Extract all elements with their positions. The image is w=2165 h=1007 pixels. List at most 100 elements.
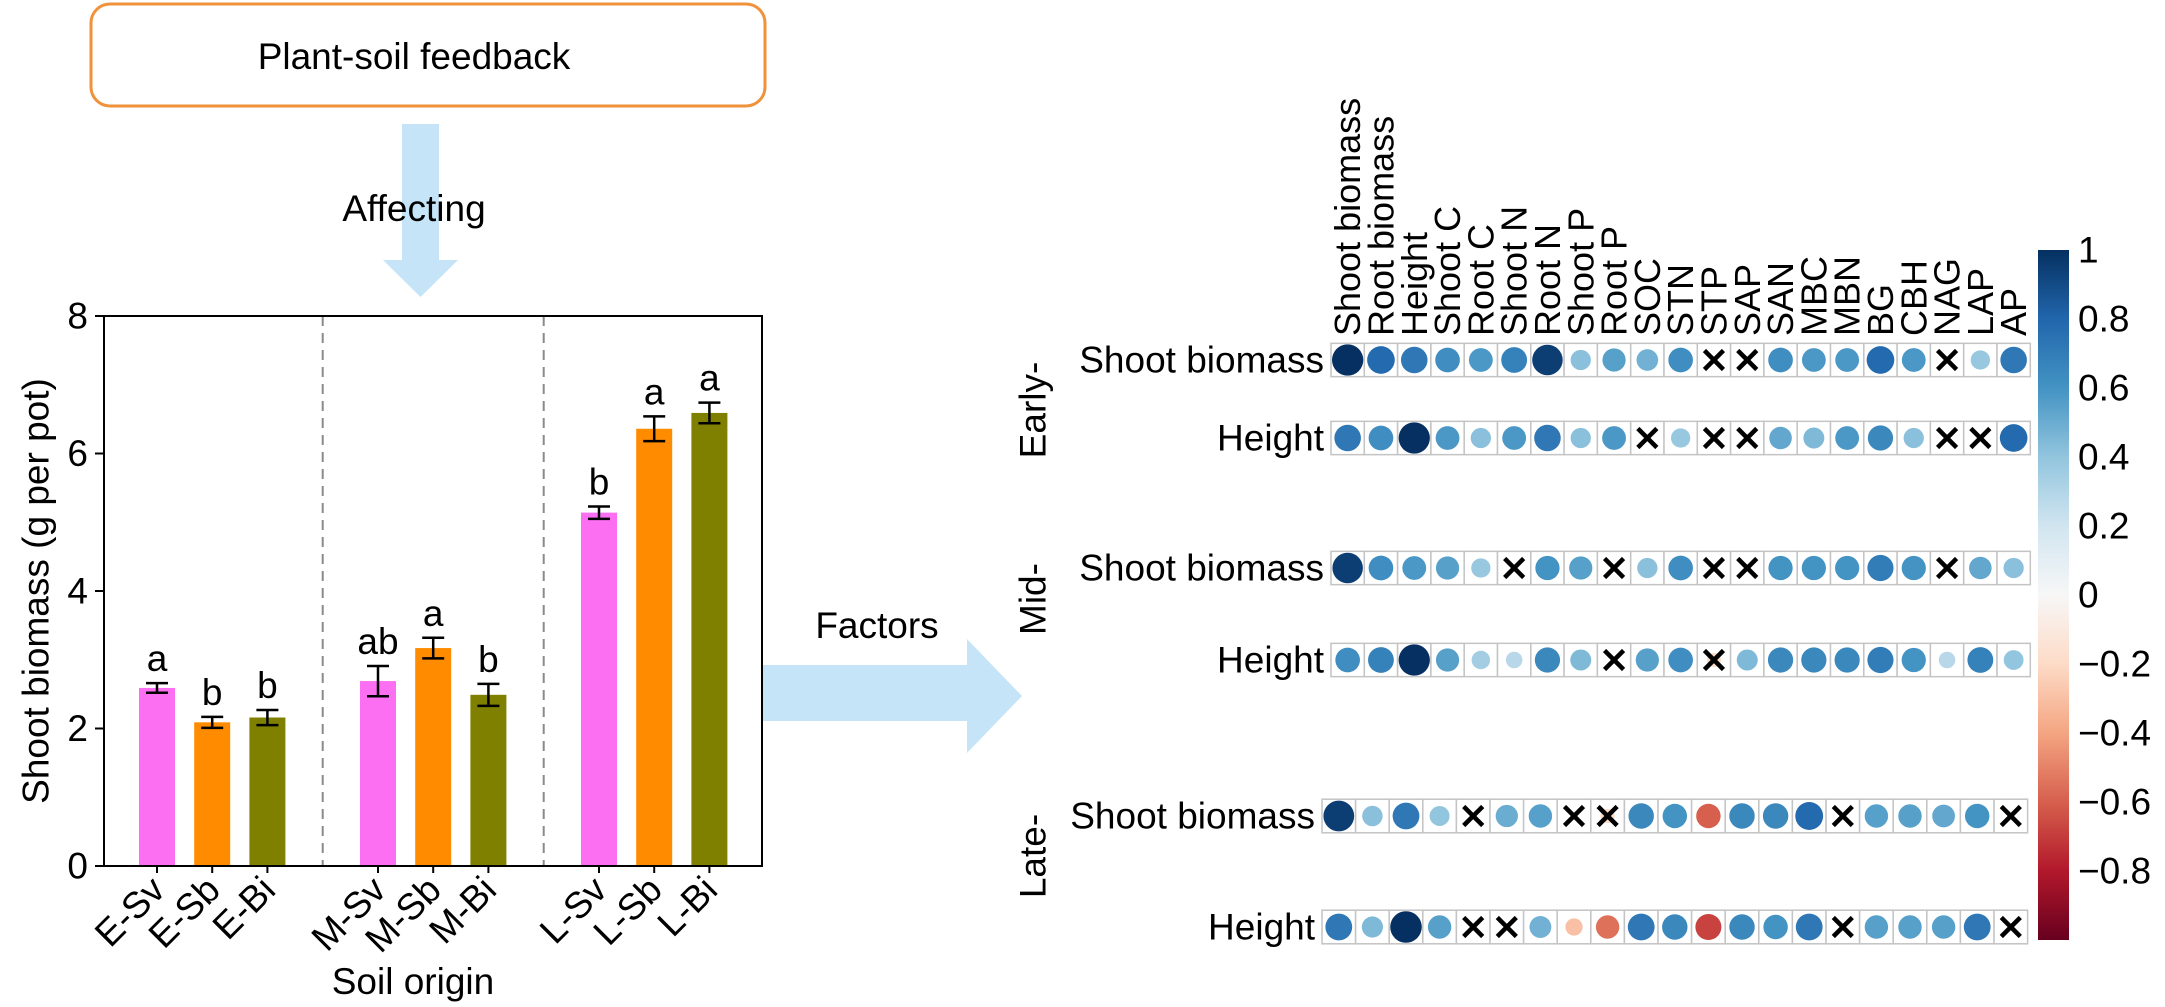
nonsignificant-mark	[1702, 348, 1726, 372]
correlation-circle	[1471, 650, 1491, 670]
column-label: NAG	[1927, 258, 1968, 336]
nonsignificant-mark	[1736, 426, 1759, 450]
correlation-circle	[1801, 647, 1827, 673]
nonsignificant-mark	[1602, 648, 1626, 672]
correlation-circle	[1398, 644, 1430, 676]
correlation-circle	[1628, 803, 1654, 829]
significance-letter: b	[478, 639, 499, 680]
correlation-circle	[1627, 913, 1655, 941]
correlation-circle	[1528, 804, 1553, 828]
column-label: SAP	[1727, 264, 1768, 336]
correlation-circle	[1334, 424, 1361, 452]
colorbar-tick-label: 0.2	[2078, 506, 2129, 547]
colorbar-tick-label: −0.8	[2078, 851, 2151, 892]
plant-soil-feedback-label: Plant-soil feedback	[258, 36, 571, 77]
correlation-circle	[1429, 806, 1450, 826]
nonsignificant-mark	[1562, 804, 1586, 828]
correlation-circle	[1803, 427, 1825, 449]
correlation-cell	[1489, 909, 1525, 945]
significance-letter: b	[202, 672, 223, 713]
significance-letter: a	[147, 638, 168, 679]
correlation-circle	[1835, 555, 1860, 581]
correlation-circle	[1331, 344, 1364, 376]
column-label: Root N	[1527, 224, 1568, 336]
correlation-circle	[1569, 556, 1593, 580]
colorbar	[2038, 250, 2069, 940]
correlation-circle	[1938, 651, 1956, 669]
correlation-circle	[1427, 915, 1452, 939]
correlation-circle	[1435, 648, 1460, 672]
y-tick-label: 0	[67, 846, 88, 887]
correlation-circle	[1729, 803, 1755, 829]
correlation-circle	[1435, 426, 1460, 450]
correlation-circle	[1999, 424, 2028, 452]
correlation-circle	[1565, 918, 1583, 936]
correlation-circle	[1602, 426, 1626, 450]
nonsignificant-mark	[1999, 915, 2022, 939]
nonsignificant-mark	[1702, 648, 1726, 672]
nonsignificant-mark	[1831, 915, 1854, 939]
group-label: Early-	[1013, 362, 1054, 459]
correlation-circle	[1392, 802, 1420, 830]
correlation-circle	[1335, 647, 1360, 673]
correlation-circle	[1332, 552, 1363, 584]
correlation-circle	[1768, 555, 1793, 581]
correlation-circle	[1736, 649, 1758, 671]
correlation-circle	[1570, 427, 1591, 449]
correlation-circle	[1835, 348, 1860, 372]
bar-M-Sv	[360, 681, 396, 866]
correlation-circle	[1901, 555, 1926, 581]
correlation-circle	[1635, 648, 1659, 672]
correlation-circle	[1967, 647, 1994, 673]
correlation-circle	[1671, 428, 1691, 448]
correlation-circle	[1864, 804, 1889, 828]
bar-E-Sb	[194, 722, 231, 866]
correlation-circle	[2000, 346, 2027, 374]
correlation-circle	[1362, 805, 1383, 827]
colorbar-tick-label: 0	[2078, 575, 2099, 616]
correlation-circle	[1468, 348, 1493, 372]
colorbar-tick-label: 0.8	[2078, 299, 2129, 340]
correlation-circle	[1637, 557, 1658, 579]
y-tick-label: 8	[67, 296, 88, 337]
correlation-circle	[1368, 425, 1394, 451]
column-label: BG	[1860, 284, 1901, 336]
factors-label: Factors	[815, 605, 938, 646]
row-label: Shoot biomass	[1070, 796, 1315, 837]
nonsignificant-mark	[1602, 556, 1626, 580]
column-label: Shoot N	[1494, 206, 1535, 336]
affecting-label: Affecting	[342, 188, 485, 229]
correlation-circle	[1471, 558, 1491, 578]
correlation-circle	[1367, 346, 1395, 374]
x-tick-label: E-Bi	[205, 869, 283, 947]
column-label: STN	[1660, 264, 1701, 336]
x-tick-label: M-Bi	[421, 869, 504, 952]
correlation-circle	[1435, 556, 1460, 580]
colorbar-tick-label: 0.4	[2078, 437, 2129, 478]
correlation-circle	[1768, 347, 1793, 373]
correlation-circle	[1361, 916, 1383, 938]
nonsignificant-mark	[1736, 556, 1759, 580]
correlation-circle	[1970, 350, 1990, 370]
correlation-circle	[1763, 914, 1788, 940]
significance-letter: ab	[357, 621, 398, 662]
nonsignificant-mark	[1462, 804, 1485, 828]
correlation-circle	[1695, 913, 1722, 941]
significance-letter: b	[257, 665, 278, 706]
column-label: SAN	[1760, 262, 1801, 336]
correlation-circle	[1390, 911, 1422, 943]
column-label: Root C	[1460, 224, 1501, 336]
correlation-circle	[1867, 554, 1894, 582]
correlation-circle	[1402, 556, 1427, 580]
nonsignificant-mark	[1935, 426, 1959, 450]
bar-chart: aE-SvbE-SbbE-BiabM-SvaM-SbbM-BibL-SvaL-S…	[16, 296, 763, 1002]
correlation-circle	[1767, 647, 1794, 673]
y-tick-label: 2	[67, 708, 88, 749]
column-label: MBC	[1793, 256, 1834, 336]
correlation-circle	[1795, 802, 1824, 830]
correlation-circle	[1867, 646, 1894, 674]
correlation-circle	[1534, 647, 1561, 673]
correlation-circle	[1795, 913, 1823, 941]
column-label: Shoot P	[1560, 208, 1601, 336]
correlation-circle	[1668, 347, 1693, 373]
